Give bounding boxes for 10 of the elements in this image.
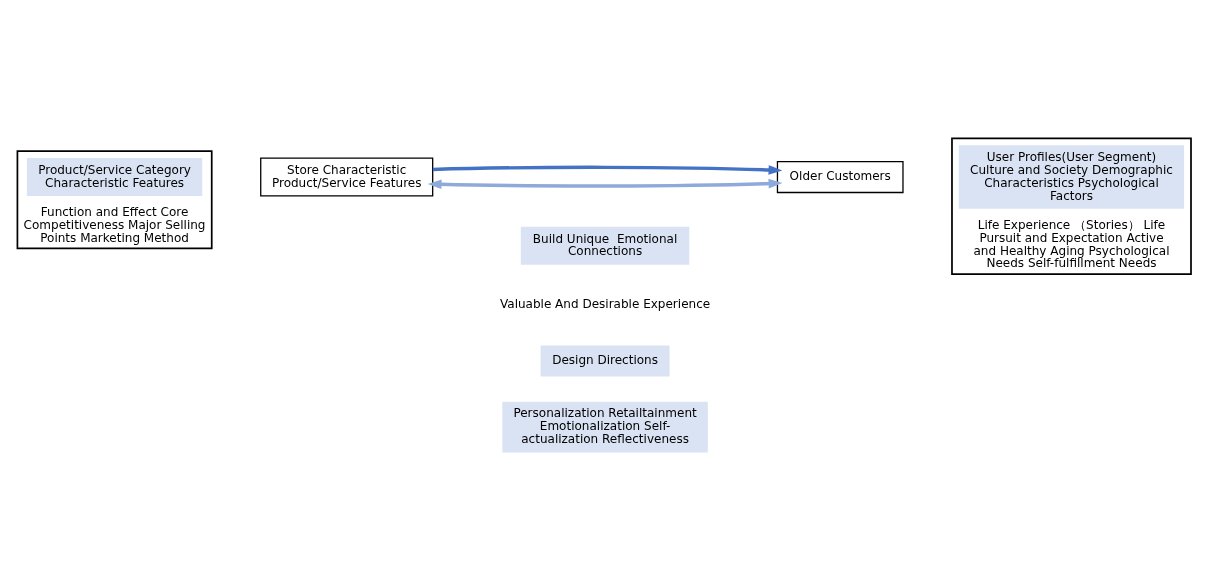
label: Valuable And Desirable Experience [499,297,711,312]
node-box: Design Directions [540,345,670,377]
node-box: Build Unique Emotional Connections [520,226,690,265]
node-box: User Profiles(User Segment) Culture and Society Demographic Characteristics Psychological Factors [958,145,1185,209]
node-box: Older Customers [776,160,904,194]
node-box: Store Characteristic Product/Service Features [260,157,434,197]
arrow [432,165,783,175]
node-box: Personalization Retailtainment Emotionalization Self-actualization Reflectiveness [502,401,708,453]
node-box: Product/Service Category Characteristic Features [26,158,203,196]
arrow [427,178,783,190]
